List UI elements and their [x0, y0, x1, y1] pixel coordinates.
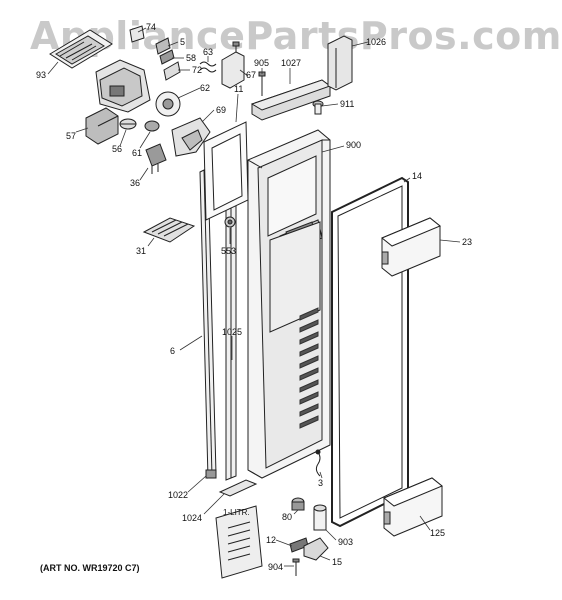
label-15: 15 [332, 557, 343, 567]
dispenser-cover-frame [203, 121, 249, 221]
label-36: 36 [130, 178, 141, 188]
plug-911 [312, 100, 324, 115]
switch-36 [145, 143, 167, 174]
label-905: 905 [254, 58, 270, 68]
label-67: 67 [246, 70, 257, 80]
label-74: 74 [146, 22, 157, 32]
leader-lines [47, 27, 461, 567]
label-63: 63 [203, 47, 214, 57]
label-1025: 1025 [222, 327, 243, 337]
flap-69 [171, 117, 211, 157]
label-903: 903 [338, 537, 354, 547]
label-56: 56 [112, 144, 123, 154]
label-58: 58 [186, 53, 197, 63]
label-12: 12 [266, 535, 277, 545]
bracket-72 [163, 61, 181, 81]
label-553: 553 [221, 246, 237, 256]
bracket-1024 [218, 479, 258, 497]
bracket-67 [221, 41, 245, 89]
label-125: 125 [430, 528, 446, 538]
label-6: 6 [170, 346, 176, 356]
plug-553 [224, 216, 236, 228]
actuator-56 [119, 118, 137, 130]
art-number: (ART NO. WR19720 C7) [40, 563, 140, 573]
door-bin-125 [383, 477, 443, 537]
label-911: 911 [340, 99, 355, 109]
label-61: 61 [132, 148, 143, 158]
door-liner-slots [299, 307, 319, 429]
label-31: 31 [136, 246, 147, 256]
label-14: 14 [412, 171, 423, 181]
spring-63 [199, 61, 217, 73]
booklet-label: 1-LITR. [223, 508, 250, 517]
label-11: 11 [234, 84, 244, 94]
label-1027: 1027 [281, 58, 302, 68]
control-panel-93 [49, 29, 113, 69]
solenoid-57 [85, 107, 119, 145]
watermark-text: AppliancePartsPros.com [30, 14, 562, 58]
label-900: 900 [346, 140, 362, 150]
label-80: 80 [282, 512, 293, 522]
small-bracket-74 [129, 25, 145, 43]
top-cap-1027 [250, 79, 332, 121]
manual-booklet [215, 505, 263, 579]
screw-904 [292, 558, 300, 576]
label-1022: 1022 [168, 490, 189, 500]
label-93: 93 [36, 70, 47, 80]
label-57: 57 [66, 131, 77, 141]
door-gasket [331, 176, 409, 528]
label-904: 904 [268, 562, 284, 572]
clip-5 [155, 37, 171, 55]
side-trim-1025 [225, 163, 237, 481]
label-62: 62 [200, 83, 211, 93]
label-1026: 1026 [366, 37, 387, 47]
hinge-bracket-1026 [327, 35, 353, 91]
door-shell [247, 129, 331, 479]
door-bin-23 [381, 217, 441, 277]
label-1024: 1024 [182, 513, 203, 523]
label-72: 72 [192, 65, 203, 75]
cartridge-903 [313, 504, 327, 531]
label-5: 5 [180, 37, 186, 47]
label-3: 3 [318, 478, 324, 488]
dispenser-housing [95, 59, 151, 113]
label-69: 69 [216, 105, 227, 115]
label-23: 23 [462, 237, 473, 247]
screw-905 [258, 71, 266, 96]
fitting-80 [291, 497, 305, 511]
lever-62 [155, 91, 181, 117]
spring-61 [144, 120, 160, 132]
drip-tray-31 [142, 217, 196, 243]
wire-harness-3 [315, 449, 321, 477]
clip-1022 [205, 469, 217, 479]
bracket-15 [303, 537, 329, 561]
